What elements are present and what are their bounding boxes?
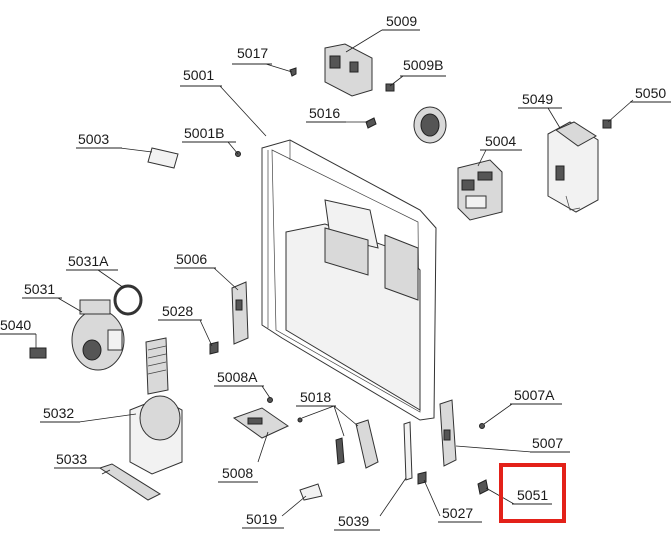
label-5028: 5028 [162,303,193,319]
part-labels: 5009 5017 5009B 5001 5049 5050 5016 5003… [0,13,671,531]
label-5009: 5009 [386,13,417,29]
label-5033: 5033 [56,451,87,467]
part-5017-clip [289,67,297,77]
part-5049-dispenser [547,121,599,213]
label-5008: 5008 [222,465,253,481]
label-5009b: 5009B [403,57,443,73]
label-5027: 5027 [442,505,473,521]
label-5031: 5031 [24,281,55,297]
part-5027-clip [417,471,427,485]
part-5007a-screw [479,423,485,429]
label-5018: 5018 [300,389,331,405]
part-5050 [602,119,612,129]
part-5032-duct [129,337,183,475]
part-5008-latch [232,407,290,439]
label-5049: 5049 [522,91,553,107]
door-panel [261,139,437,421]
part-5028-clip [209,341,219,355]
part-5004-module [457,159,503,221]
part-5031-pump [71,299,125,371]
label-5016: 5016 [309,105,340,121]
label-5050: 5050 [635,85,666,101]
part-5008a-screw [267,397,273,403]
label-5006: 5006 [176,251,207,267]
part-5009-bracket [324,43,373,97]
label-5004: 5004 [485,133,516,149]
part-5016-clip [365,117,377,129]
part-5039-rod [403,421,413,481]
part-5040-connector [29,347,47,359]
part-5019-clip [299,483,323,501]
label-5007a: 5007A [514,387,555,403]
label-5008a: 5008A [217,369,258,385]
label-5003: 5003 [78,131,109,147]
label-5040: 5040 [0,317,31,333]
label-5001b: 5001B [184,125,224,141]
part-5009b [385,83,395,92]
label-5032: 5032 [43,405,74,421]
label-5051: 5051 [517,487,548,503]
part-5003-plate [147,147,179,169]
part-5018 [297,417,379,469]
part-5006-hinge [231,281,249,345]
label-5019: 5019 [246,511,277,527]
part-5033-rail [98,463,162,501]
leader-lines [35,29,634,517]
part-5031a-ring [113,284,143,316]
label-5031a: 5031A [68,253,109,269]
highlight-box [499,463,566,523]
part-5051 [477,479,489,495]
part-5007-hinge [439,399,457,467]
label-5001: 5001 [183,67,214,83]
label-5017: 5017 [237,45,268,61]
label-5039: 5039 [338,513,369,529]
label-5007: 5007 [532,435,563,451]
part-dial [413,106,447,144]
